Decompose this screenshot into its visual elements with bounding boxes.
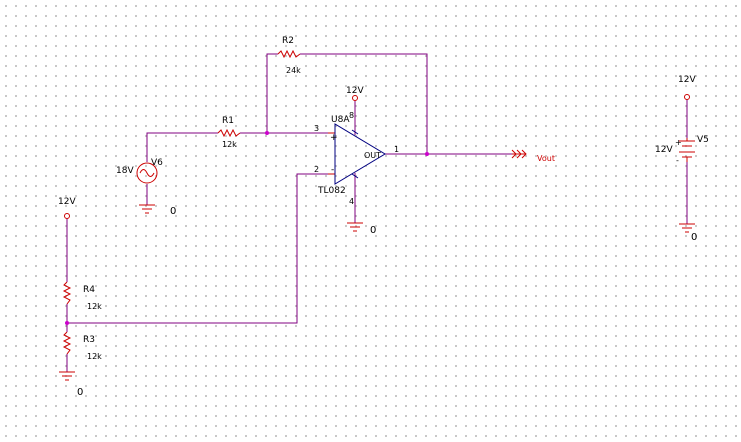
opamp-ref: U8A [331,115,350,125]
r1-value: 12k [222,140,237,149]
resistor-r3[interactable]: R3 12k [62,331,102,361]
junction-output [425,152,429,156]
r4-ref: R4 [83,285,95,295]
r3-ref: R3 [83,335,95,345]
r2-ref: R2 [282,36,294,46]
opamp-model: TL082 [317,186,346,196]
junction-r1-r2 [265,131,269,135]
ground-v6[interactable]: 0 [139,204,176,217]
v5-minus-sign: - [676,156,679,165]
resistor-r1[interactable]: R1 12k [217,116,241,149]
v5-value: 12V [655,145,673,155]
wire-node-to-r2[interactable] [266,53,278,133]
gnd-v6-label: 0 [170,206,176,217]
source-v6[interactable]: V6 18V [116,158,163,184]
wires [66,53,688,372]
pin-2-label: 2 [314,165,319,174]
r1-ref: R1 [222,116,234,126]
r2-value: 24k [286,66,301,75]
opamp-minus-sign: - [331,165,334,175]
pin-8-label: 8 [349,111,354,120]
r3-value: 12k [87,352,102,361]
resistor-r4[interactable]: R4 12k [62,281,102,311]
wire-v6-to-r1[interactable] [146,132,218,162]
wire-r2-to-out[interactable] [300,53,428,154]
vout-port[interactable]: Vout [511,149,555,163]
gnd-opamp-label: 0 [370,225,376,236]
ground-r3[interactable]: 0 [59,371,83,398]
opamp-u8a[interactable]: U8A TL082 OUT + - 3 2 1 4 8 [314,111,399,206]
vout-label: Vout [537,154,555,163]
supply-divider-12v[interactable]: 12V [58,197,76,219]
source-v5[interactable]: + - V5 12V [655,135,709,165]
gnd-r3-label: 0 [77,387,83,398]
resistor-r2[interactable]: R2 24k [277,36,301,75]
ground-v5[interactable]: 0 [679,223,697,243]
opamp-plus-sign: + [330,133,338,143]
pin-1-label: 1 [394,145,399,154]
v5-ref: V5 [697,135,709,145]
supply-opamp-12v[interactable]: 12V [346,86,364,101]
r4-value: 12k [87,302,102,311]
pin-3-label: 3 [314,124,319,133]
v5-supply-label: 12V [678,75,696,85]
opamp-out-label: OUT [364,151,381,160]
divider-supply-label: 12V [58,197,76,207]
supply-v5-12v[interactable]: 12V [678,75,696,100]
v5-plus-sign: + [675,138,682,147]
v6-ref: V6 [151,158,163,168]
junction-divider [65,321,69,325]
pin-4-label: 4 [349,197,354,206]
wire-minus-to-divider[interactable] [67,173,328,324]
opamp-supply-label: 12V [346,86,364,96]
ground-opamp[interactable]: 0 [347,222,376,236]
gnd-v5-label: 0 [691,232,697,243]
v6-value: 18V [116,166,134,176]
